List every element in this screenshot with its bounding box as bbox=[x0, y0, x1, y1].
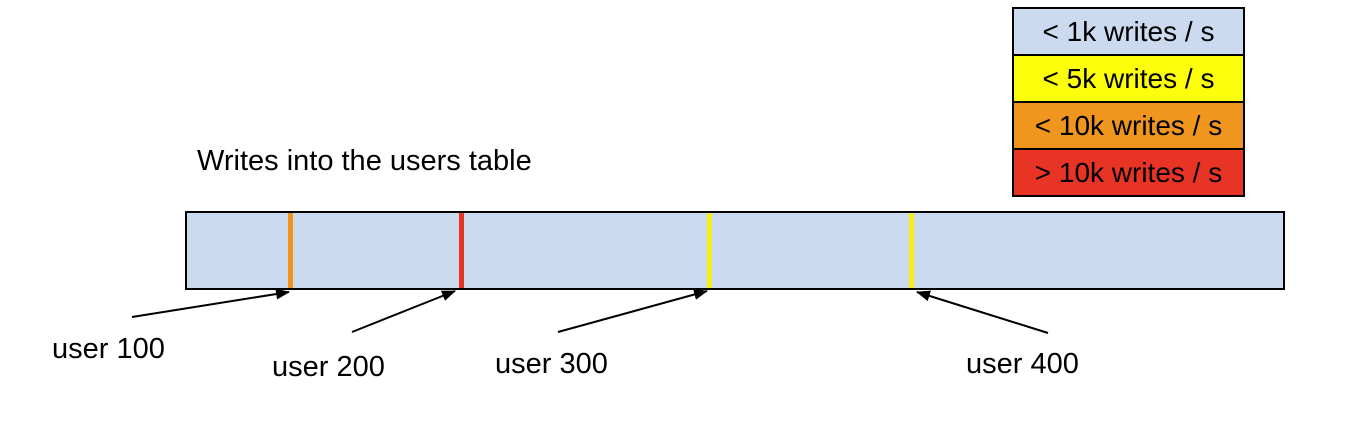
legend-item-lt-10k: < 10k writes / s bbox=[1012, 101, 1245, 150]
legend-item-label: < 1k writes / s bbox=[1042, 15, 1215, 47]
users-table-bar bbox=[185, 211, 1285, 290]
arrow-user-200 bbox=[351, 290, 456, 333]
label-user-100: user 100 bbox=[52, 333, 165, 365]
legend-item-label: < 5k writes / s bbox=[1042, 62, 1215, 94]
legend-item-label: < 10k writes / s bbox=[1034, 109, 1223, 141]
label-user-200: user 200 bbox=[272, 351, 385, 383]
label-user-300: user 300 bbox=[495, 348, 608, 380]
marker-user-300 bbox=[707, 213, 713, 288]
legend-item-lt-1k: < 1k writes / s bbox=[1012, 7, 1245, 56]
label-user-400: user 400 bbox=[966, 348, 1079, 380]
marker-user-400 bbox=[908, 213, 914, 288]
legend-item-gt-10k: > 10k writes / s bbox=[1012, 148, 1245, 197]
marker-user-100 bbox=[288, 213, 294, 288]
legend-item-lt-5k: < 5k writes / s bbox=[1012, 54, 1245, 103]
legend-item-label: > 10k writes / s bbox=[1034, 156, 1223, 188]
arrow-user-400 bbox=[916, 290, 1049, 334]
arrow-user-100 bbox=[131, 288, 290, 318]
arrow-user-300 bbox=[557, 289, 708, 333]
marker-user-200 bbox=[458, 213, 464, 288]
legend: < 1k writes / s < 5k writes / s < 10k wr… bbox=[1012, 7, 1245, 197]
diagram-title: Writes into the users table bbox=[197, 145, 532, 177]
